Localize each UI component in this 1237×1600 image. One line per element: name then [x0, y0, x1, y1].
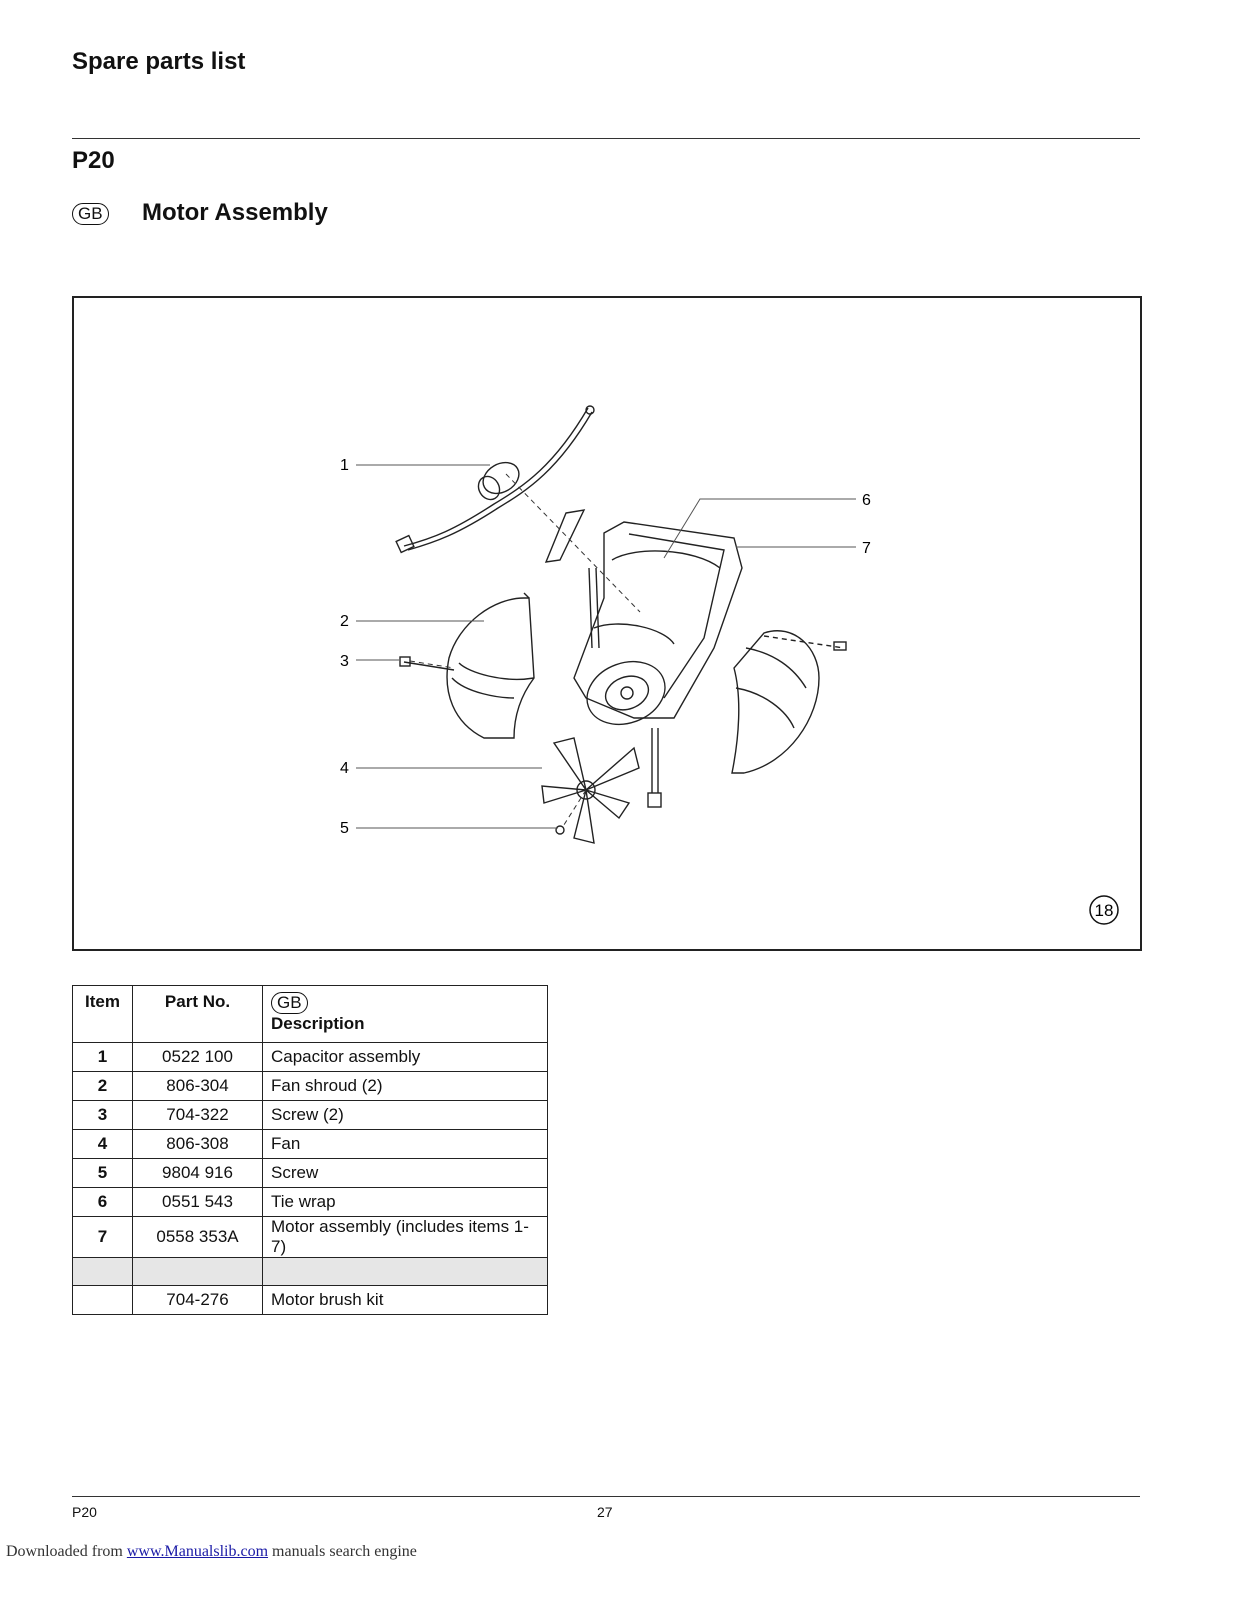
download-prefix: Downloaded from	[6, 1543, 127, 1560]
column-header-description: GB Description	[262, 985, 548, 1043]
cell-item: 3	[72, 1100, 133, 1130]
page-title: Spare parts list	[72, 48, 246, 75]
callout-4: 4	[340, 760, 349, 777]
page-number: 27	[597, 1504, 613, 1520]
model-heading: P20	[72, 147, 115, 174]
callout-6: 6	[862, 492, 871, 509]
cell-item: 1	[72, 1042, 133, 1072]
callout-leaders	[356, 464, 856, 829]
cell-item: 4	[72, 1129, 133, 1159]
cell-part-no: 9804 916	[132, 1158, 263, 1188]
cell-item: 7	[72, 1216, 133, 1258]
cell-item	[72, 1285, 133, 1315]
cell-description: Tie wrap	[262, 1187, 548, 1217]
language-badge: GB	[72, 203, 109, 225]
table-row	[72, 1257, 548, 1286]
callout-7: 7	[862, 540, 871, 557]
callout-1: 1	[340, 457, 349, 474]
exploded-view-drawing: 1 2 3 4 5 6 7 18	[340, 405, 1119, 925]
figure-number-badge	[1089, 895, 1119, 925]
cell-description: Fan	[262, 1129, 548, 1159]
callout-2: 2	[340, 613, 349, 630]
table-header-row: Item Part No. GB Description	[72, 985, 548, 1043]
column-header-item: Item	[72, 985, 133, 1043]
callout-5: 5	[340, 820, 349, 837]
cell-item	[72, 1257, 133, 1286]
cell-description: Screw	[262, 1158, 548, 1188]
cell-part-no: 704-276	[132, 1285, 263, 1315]
cell-part-no: 0522 100	[132, 1042, 263, 1072]
section-title: Motor Assembly	[142, 199, 328, 226]
cell-description: Capacitor assembly	[262, 1042, 548, 1072]
figure-number: 18	[1095, 901, 1114, 920]
download-notice: Downloaded from www.Manualslib.com manua…	[6, 1543, 417, 1561]
cell-item: 2	[72, 1071, 133, 1101]
cell-part-no: 0551 543	[132, 1187, 263, 1217]
cell-part-no: 704-322	[132, 1100, 263, 1130]
footer-model: P20	[72, 1504, 97, 1520]
cell-part-no	[132, 1257, 263, 1286]
column-header-part-no: Part No.	[132, 985, 263, 1043]
cell-item: 5	[72, 1158, 133, 1188]
manualslib-link[interactable]: www.Manualslib.com	[126, 1543, 269, 1560]
cell-description	[262, 1257, 548, 1286]
language-code: GB	[72, 203, 109, 225]
download-suffix: manuals search engine	[268, 1543, 417, 1560]
cell-item: 6	[72, 1187, 133, 1217]
cell-part-no: 806-304	[132, 1071, 263, 1101]
callout-3: 3	[340, 653, 349, 670]
description-label: Description	[271, 1014, 365, 1033]
cell-description: Screw (2)	[262, 1100, 548, 1130]
motor-illustration	[395, 405, 847, 844]
cell-description: Fan shroud (2)	[262, 1071, 548, 1101]
cell-description: Motor brush kit	[262, 1285, 548, 1315]
cell-part-no: 806-308	[132, 1129, 263, 1159]
cell-description: Motor assembly (includes items 1-7)	[262, 1216, 548, 1258]
cell-part-no: 0558 353A	[132, 1216, 263, 1258]
exploded-view-figure: 1 2 3 4 5 6 7 18	[72, 296, 1142, 951]
header-divider	[72, 138, 1140, 139]
assembly-guide-lines	[409, 473, 641, 829]
footer-divider	[72, 1496, 1140, 1497]
language-code: GB	[271, 992, 308, 1014]
